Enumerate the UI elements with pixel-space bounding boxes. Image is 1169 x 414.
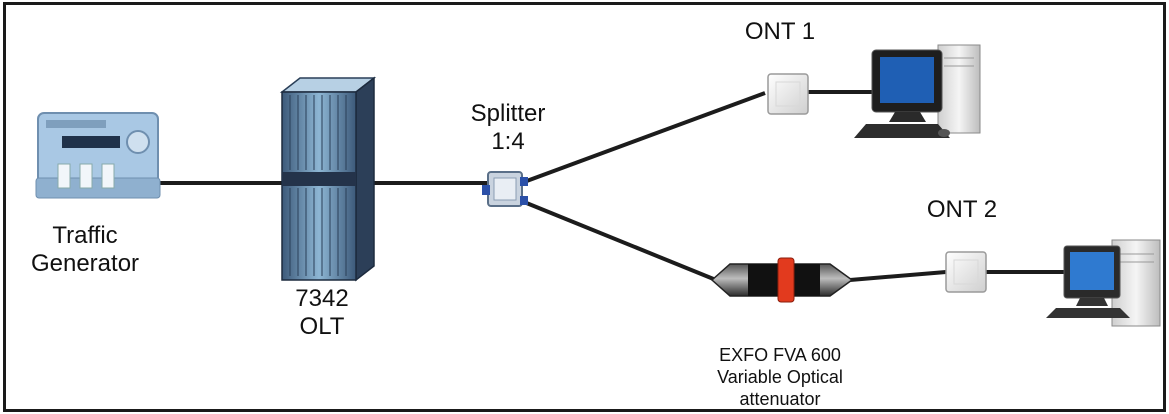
computer2-icon: [1046, 239, 1161, 327]
ont1-device-icon: [767, 73, 809, 115]
cable-splitter-ont1: [523, 91, 766, 184]
attenuator-label-line1: EXFO FVA 600: [719, 345, 841, 365]
attenuator-icon: [710, 257, 854, 303]
splitter-icon: [482, 171, 528, 207]
olt-rack-icon: [279, 76, 377, 282]
olt-label: 7342 OLT: [282, 285, 362, 341]
cables: [145, 90, 1066, 282]
attenuator-label: EXFO FVA 600 Variable Optical attenuator: [680, 344, 880, 410]
traffic-generator-label: Traffic Generator: [30, 222, 140, 278]
cable-attenuator-ont2: [849, 270, 947, 282]
cable-splitter-attenuator: [523, 200, 717, 282]
traffic-generator-label-line2: Generator: [30, 250, 140, 277]
ont1-label: ONT 1: [730, 18, 830, 46]
splitter-label-line1: Splitter: [470, 100, 546, 127]
traffic-generator-label-line1: Traffic: [52, 222, 118, 249]
ont2-label-text: ONT 2: [926, 196, 998, 223]
traffic-generator-icon: [35, 112, 161, 199]
olt-label-line1: 7342: [295, 285, 349, 312]
attenuator-label-line3: attenuator: [739, 389, 821, 409]
attenuator-label-line2: Variable Optical: [717, 367, 843, 387]
splitter-label: Splitter 1:4: [458, 100, 558, 156]
computer1-icon: [854, 44, 981, 138]
ont2-label: ONT 2: [912, 196, 1012, 224]
splitter-label-line2: 1:4: [491, 128, 525, 155]
ont1-label-text: ONT 1: [744, 18, 816, 45]
ont2-device-icon: [945, 251, 987, 293]
olt-label-line2: OLT: [299, 313, 345, 340]
